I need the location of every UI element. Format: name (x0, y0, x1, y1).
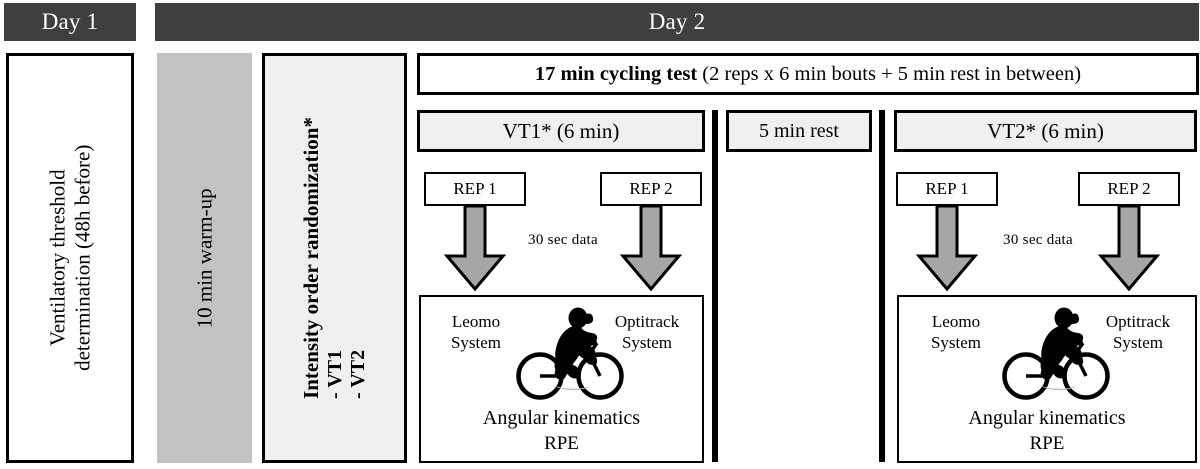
cyclist-icon (516, 307, 624, 400)
vt2-title-label: VT2* (6 min) (987, 118, 1104, 143)
down-arrow-icon (915, 206, 979, 291)
vt1-cyclist-illustration (509, 301, 629, 406)
vt1-leomo-line2: System (450, 333, 502, 353)
down-arrow-icon (619, 206, 683, 291)
warmup-text-wrap: 10 min warm-up (157, 53, 252, 463)
warmup-panel: 10 min warm-up (157, 53, 252, 463)
randomization-text: Intensity order randomization* - VT1 - V… (299, 117, 371, 399)
vt2-rep1-box: REP 1 (896, 172, 998, 206)
vt2-leomo-line1: Leomo (931, 312, 981, 331)
randomization-title: Intensity order randomization* (298, 117, 323, 399)
vt1-optitrack-line2: System (621, 333, 673, 353)
warmup-label: 10 min warm-up (192, 188, 217, 328)
vt2-outcome-rpe: RPE (899, 431, 1195, 457)
rest-block-label: 5 min rest (759, 119, 839, 142)
vt1-outcome-rpe: RPE (421, 431, 702, 457)
vt2-optitrack-line2: System (1112, 333, 1164, 353)
vt1-title-box: VT1* (6 min) (417, 110, 705, 152)
down-arrow-icon (1097, 206, 1161, 291)
randomization-item-vt2: - VT2 (346, 349, 369, 399)
vt2-outcome-angular: Angular kinematics (899, 405, 1195, 431)
vt2-rep1-arrow-wrap (913, 206, 981, 291)
vt2-outcome-angular-label: Angular kinematics (968, 406, 1126, 429)
day1-panel-line2: determination (48h before) (70, 144, 94, 372)
cycling-test-banner: 17 min cycling test (2 reps x 6 min bout… (417, 53, 1199, 95)
vt1-outcome-angular-label: Angular kinematics (482, 406, 641, 429)
vt2-cyclist-illustration (995, 301, 1115, 406)
vt1-rep2-arrow-wrap (617, 206, 685, 291)
vt1-leomo-system: Leomo System (433, 311, 519, 354)
cycling-test-bold: 17 min cycling test (534, 62, 698, 85)
vt2-results-box: Leomo System Optitrack System (897, 295, 1197, 463)
vt1-rep2-label: REP 2 (629, 179, 673, 198)
randomization-panel: Intensity order randomization* - VT1 - V… (262, 53, 407, 463)
vt1-results-box: Leomo System Optitrack System (419, 295, 704, 463)
vt1-data-label-wrap: 30 sec data (505, 228, 621, 252)
vt2-data-label: 30 sec data (1003, 231, 1073, 248)
down-arrow-icon (443, 206, 507, 291)
cyclist-icon (1002, 307, 1110, 400)
vt1-rep1-label: REP 1 (453, 179, 497, 198)
header-day2: Day 2 (155, 3, 1199, 41)
header-day1-label: Day 1 (41, 9, 99, 34)
vt1-rep1-arrow-wrap (441, 206, 509, 291)
header-day2-label: Day 2 (648, 9, 706, 34)
vt1-optitrack-system: Optitrack System (600, 311, 694, 354)
vt1-rep2-box: REP 2 (600, 172, 702, 206)
rest-block: 5 min rest (726, 110, 872, 152)
vt1-rep1-box: REP 1 (424, 172, 526, 206)
cycling-test-text: 17 min cycling test (2 reps x 6 min bout… (535, 63, 1081, 86)
vt2-optitrack-system: Optitrack System (1091, 311, 1185, 354)
vt2-leomo-line2: System (930, 333, 982, 353)
vt2-title-box: VT2* (6 min) (894, 110, 1197, 152)
header-day1: Day 1 (4, 3, 136, 41)
vt2-rep2-box: REP 2 (1078, 172, 1180, 206)
vt1-outcome-rpe-label: RPE (544, 433, 579, 454)
vt2-rep2-arrow-wrap (1095, 206, 1163, 291)
vt2-rep2-label: REP 2 (1107, 179, 1151, 198)
day1-panel: Ventilatory threshold determination (48h… (6, 53, 134, 463)
day1-panel-text-wrap: Ventilatory threshold determination (48h… (9, 56, 131, 460)
vt1-outcome-angular: Angular kinematics (421, 405, 702, 431)
vt2-rep1-label: REP 1 (925, 179, 969, 198)
day1-panel-text: Ventilatory threshold determination (48h… (45, 145, 95, 371)
vt1-optitrack-line1: Optitrack (614, 312, 680, 331)
cycling-test-detail: (2 reps x 6 min bouts + 5 min rest in be… (697, 62, 1082, 85)
randomization-item-vt1: - VT1 (323, 349, 346, 399)
randomization-text-wrap: Intensity order randomization* - VT1 - V… (265, 56, 404, 460)
vt2-leomo-system: Leomo System (913, 311, 999, 354)
separator-left (712, 110, 718, 462)
vt2-outcome-rpe-label: RPE (1029, 433, 1065, 454)
day1-panel-line1: Ventilatory threshold (45, 169, 70, 347)
vt1-data-label: 30 sec data (528, 231, 598, 248)
separator-right (879, 110, 885, 462)
vt1-leomo-line1: Leomo (451, 312, 501, 331)
vt1-title-label: VT1* (6 min) (502, 118, 620, 143)
vt2-data-label-wrap: 30 sec data (980, 228, 1096, 252)
vt2-optitrack-line1: Optitrack (1105, 312, 1171, 331)
